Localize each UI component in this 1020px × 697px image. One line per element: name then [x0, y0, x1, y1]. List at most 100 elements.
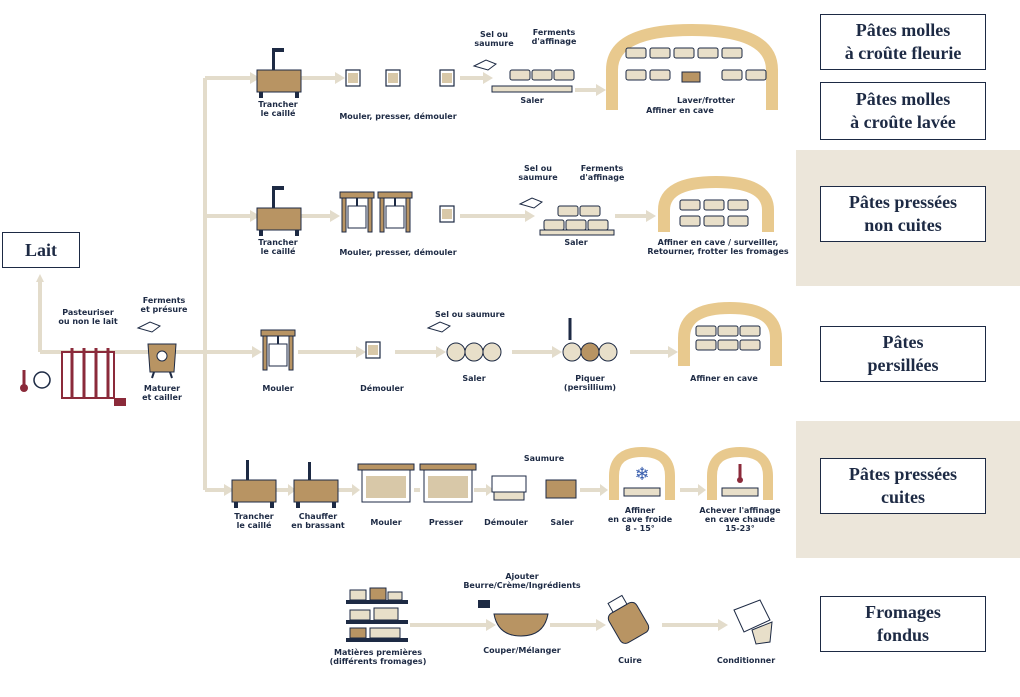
- cold-cave-icon: ❄: [609, 446, 675, 500]
- category-line: persillées: [867, 355, 939, 375]
- label-line: Mouler, presser, démouler: [339, 112, 457, 121]
- label-saler: Saler: [564, 238, 587, 247]
- label-line: Sel ou saumure: [435, 310, 505, 319]
- press-icon: [377, 191, 413, 233]
- piercing-icon: [562, 318, 618, 362]
- label-line: Piquer: [575, 374, 605, 383]
- cave-icon: [678, 301, 782, 366]
- label-line: Chauffer: [298, 512, 338, 521]
- label-line: Presser: [428, 518, 464, 527]
- label-demouler: Démouler: [484, 518, 528, 527]
- heating-vat-icon: [293, 462, 339, 509]
- milk-label: Lait: [24, 239, 57, 260]
- label-line: Mouler: [262, 384, 294, 393]
- mold-icon: [439, 205, 455, 223]
- category-line: fondus: [876, 625, 930, 645]
- label-line: Saler: [564, 238, 588, 247]
- category-line: Pâtes: [882, 332, 924, 352]
- mold-icon: [365, 341, 381, 359]
- label-line: en cave froide: [607, 515, 673, 524]
- label-couper: Couper/Mélanger: [483, 646, 560, 655]
- label-line: Couper/Mélanger: [483, 646, 561, 655]
- mixing-bowl-icon: [493, 613, 549, 637]
- label-line: Ajouter: [505, 572, 539, 581]
- cave-icon: [658, 175, 774, 232]
- label-affiner: Affiner en cave / surveiller,Retourner, …: [647, 238, 788, 256]
- label-line: Conditionner: [716, 656, 776, 665]
- label-line: Ferments: [532, 28, 576, 37]
- cutting-table-icon: [256, 186, 302, 237]
- label-line: saumure: [474, 39, 514, 48]
- category-line: non cuites: [864, 215, 942, 235]
- shelf-icon: [346, 587, 408, 642]
- label-line: Affiner en cave: [690, 374, 758, 383]
- label-demouler: Démouler: [360, 384, 404, 393]
- cheese-wheels-icon: [446, 342, 502, 362]
- label-line: saumure: [518, 173, 558, 182]
- thermometer-icon: [20, 370, 51, 392]
- label-sel: Sel ou saumure: [435, 310, 505, 319]
- label-line: Saumure: [523, 454, 565, 463]
- label-mouler: Mouler, presser, démouler: [339, 112, 456, 121]
- label-line: Laver/frotter: [677, 96, 735, 105]
- svg-text:❄: ❄: [634, 464, 649, 485]
- salt-hand-icon: [427, 321, 451, 333]
- label-line: (différents fromages): [329, 657, 427, 666]
- label-line: Saler: [520, 96, 544, 105]
- label-mouler: Mouler, presser, démouler: [339, 248, 456, 257]
- category-line: Pâtes molles: [855, 89, 951, 109]
- mold-icon: [385, 69, 401, 87]
- label-line: et cailler: [142, 393, 182, 402]
- label-line: Ferments: [142, 296, 186, 305]
- hand-icon: [137, 321, 161, 333]
- press-icon: [260, 329, 296, 371]
- label-line: d'affinage: [579, 173, 625, 182]
- vat-icon: [147, 343, 177, 379]
- label-line: 8 - 15°: [625, 524, 655, 533]
- label-line: et présure: [140, 305, 188, 314]
- label-line: Trancher: [258, 238, 298, 247]
- salting-shelf-icon: [539, 205, 615, 236]
- label-line: Mouler, presser, démouler: [339, 248, 457, 257]
- label-line: Matières premières: [333, 648, 423, 657]
- salting-shelf-icon: [491, 69, 575, 93]
- label-line: Mouler: [370, 518, 402, 527]
- label-line: Pasteuriser: [62, 308, 114, 317]
- label-line: le caillé: [260, 247, 296, 256]
- category-line: Pâtes molles: [855, 20, 951, 40]
- press-icon: [339, 191, 375, 233]
- label-matieres: Matières premières(différents fromages): [330, 648, 427, 666]
- label-line: (persillium): [563, 383, 617, 392]
- pasteurizer-icon: [61, 348, 126, 406]
- label-line: Saler: [550, 518, 574, 527]
- label-saler: Saler: [462, 374, 485, 383]
- cutting-table-icon: [256, 48, 302, 99]
- label-line: d'affinage: [531, 37, 577, 46]
- label-line: le caillé: [260, 109, 296, 118]
- label-line: Maturer: [143, 384, 181, 393]
- label-line: 15-23°: [725, 524, 755, 533]
- label-line: Sel ou: [524, 164, 552, 173]
- label-piquer: Piquer(persillium): [564, 374, 616, 392]
- label-affiner: Affiner en cave: [646, 106, 714, 115]
- label-line: Cuire: [618, 656, 642, 665]
- label-line: Achever l'affinage: [699, 506, 781, 515]
- label-saumure: Saumure: [524, 454, 564, 463]
- label-line: Démouler: [484, 518, 528, 527]
- flow-lines: [38, 76, 722, 627]
- label-line: Affiner en cave / surveiller,: [657, 238, 779, 247]
- label-affiner: Affiner en cave: [690, 374, 758, 383]
- mold-icon: [345, 69, 361, 87]
